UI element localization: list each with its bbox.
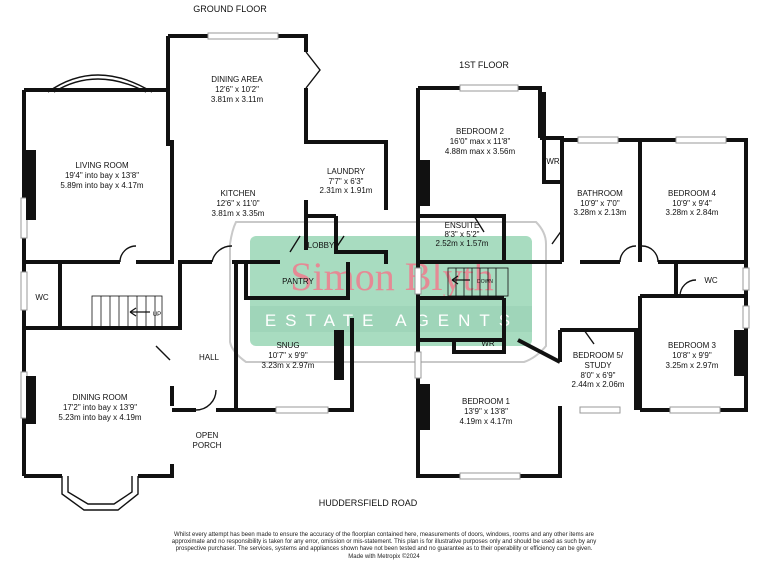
bedroom2-name: BEDROOM 2 [456,127,505,136]
bedroom5-name: BEDROOM 5/ [573,351,624,360]
ensuite-name: ENSUITE [445,221,480,230]
laundry-imperial: 7'7" x 6'3" [329,177,364,186]
bedroom3-metric: 3.25m x 2.97m [666,361,719,370]
kitchen-metric: 3.81m x 3.35m [212,209,265,218]
first-floor-plan [414,84,750,480]
snug-metric: 3.23m x 2.97m [262,361,315,370]
bedroom4-metric: 3.28m x 2.84m [666,208,719,217]
wr-mid-label: WR [481,339,495,348]
lobby-label: LOBBY [308,241,335,250]
metropix-credit: Made with Metropix ©2024 [348,553,420,560]
bedroom2-metric: 4.88m max x 3.56m [445,147,516,156]
dining-room-imperial: 17'2" into bay x 13'9" [63,403,137,412]
stairs-down-label: DOWN [477,279,493,285]
ground-floor-plan [20,32,388,511]
hall-label: HALL [199,353,220,362]
bedroom1-name: BEDROOM 1 [462,397,511,406]
bedroom1-imperial: 13'9" x 13'8" [464,407,508,416]
first-floor-heading: 1ST FLOOR [459,60,509,70]
disclaimer-text: Whilst every attempt has been made to en… [171,532,597,553]
ground-wc-label: WC [35,293,49,302]
dining-area-name: DINING AREA [211,75,263,84]
bedroom2-imperial: 16'0" max x 11'8" [450,137,511,146]
bedroom5-name2: STUDY [584,361,612,370]
bedroom4-imperial: 10'9" x 9'4" [672,199,712,208]
stairs-up-label: UP [153,312,161,318]
disclaimer-block: Whilst every attempt has been made to en… [160,532,608,561]
ground-floor-heading: GROUND FLOOR [193,4,267,14]
watermark-tagline: ESTATE AGENTS [265,311,519,330]
dining-room-name: DINING ROOM [72,393,127,402]
bathroom-metric: 3.28m x 2.13m [574,208,627,217]
open-porch-line2: PORCH [193,441,222,450]
bedroom5-imperial: 8'0" x 6'9" [581,371,616,380]
bedroom4-name: BEDROOM 4 [668,189,717,198]
dining-area-metric: 3.81m x 3.11m [211,95,264,104]
road-label: HUDDERSFIELD ROAD [319,498,418,508]
bedroom5-metric: 2.44m x 2.06m [572,380,625,389]
dining-room-metric: 5.23m into bay x 4.19m [58,413,141,422]
kitchen-name: KITCHEN [220,189,255,198]
bathroom-imperial: 10'9" x 7'0" [580,199,620,208]
laundry-name: LAUNDRY [327,167,366,176]
open-porch-line1: OPEN [196,431,219,440]
living-room-metric: 5.89m into bay x 4.17m [60,181,143,190]
bedroom1-metric: 4.19m x 4.17m [460,417,513,426]
bathroom-name: BATHROOM [577,189,623,198]
living-room-imperial: 19'4" into bay x 13'8" [65,171,139,180]
dining-area-imperial: 12'6" x 10'2" [215,85,259,94]
bedroom3-name: BEDROOM 3 [668,341,717,350]
kitchen-imperial: 12'6" x 11'0" [216,199,259,208]
watermark-badge: Simon Blyth ESTATE AGENTS [229,221,547,363]
pantry-label: PANTRY [282,277,314,286]
wr-top-label: WR [546,157,560,166]
ensuite-metric: 2.52m x 1.57m [436,239,489,248]
living-room-name: LIVING ROOM [75,161,129,170]
first-wc-label: WC [704,276,718,285]
ensuite-imperial: 8'3" x 5'2" [445,230,480,239]
snug-name: SNUG [276,341,299,350]
snug-imperial: 10'7" x 9'9" [268,351,308,360]
bedroom3-imperial: 10'8" x 9'9" [672,351,712,360]
laundry-metric: 2.31m x 1.91m [320,186,373,195]
